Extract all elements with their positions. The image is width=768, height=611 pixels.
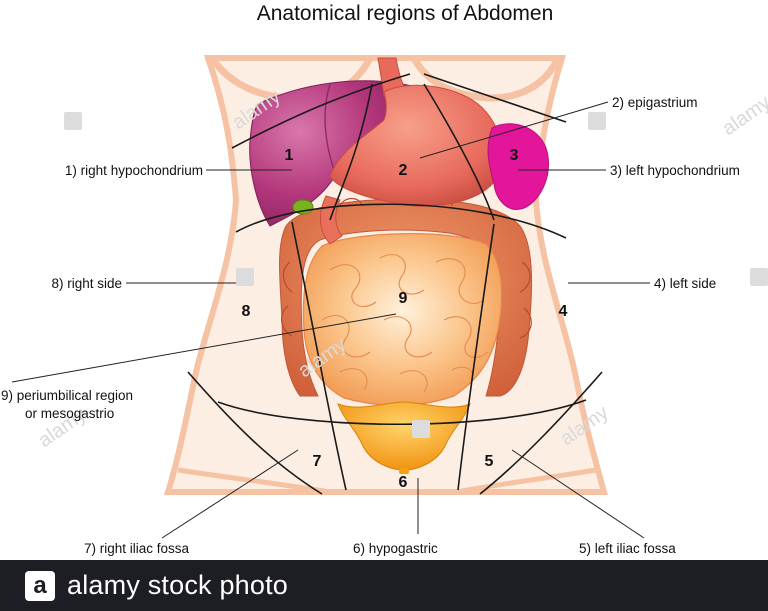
label-left-hypochondrium: 3) left hypochondrium xyxy=(610,163,740,178)
upper-right-line xyxy=(423,73,567,123)
lower-right-oblique xyxy=(479,371,603,495)
stomach xyxy=(329,84,503,207)
label-periumbilical-line1: 9) periumbilical region xyxy=(1,388,133,403)
region-number-2: 2 xyxy=(399,162,408,179)
region-number-6: 6 xyxy=(399,474,408,491)
upper-right-vertical xyxy=(423,83,495,221)
region-lines xyxy=(187,73,603,495)
label-epigastrium: 2) epigastrium xyxy=(612,95,698,110)
left-midclavicular-line xyxy=(291,221,347,491)
upper-left-vertical xyxy=(329,83,373,221)
lower-left-oblique xyxy=(187,371,323,495)
label-hypogastric: 6) hypogastric xyxy=(353,541,438,556)
region-number-3: 3 xyxy=(510,147,519,164)
region-number-8: 8 xyxy=(242,303,251,320)
liver-lobe-line xyxy=(324,83,335,171)
alamy-logo-icon: a xyxy=(25,570,55,601)
label-right-hypochondrium: 1) right hypochondrium xyxy=(65,163,203,178)
region-number-1: 1 xyxy=(285,147,294,164)
label-left-side: 4) left side xyxy=(654,276,716,291)
leader-r9 xyxy=(11,313,397,383)
leader-r5 xyxy=(511,449,645,539)
label-right-side: 8) right side xyxy=(51,276,122,291)
region-number-9: 9 xyxy=(399,290,408,307)
label-periumbilical-line2: or mesogastrio xyxy=(25,406,114,421)
label-left-iliac-fossa: 5) left iliac fossa xyxy=(579,541,676,556)
leader-r2 xyxy=(419,101,609,159)
region-number-7: 7 xyxy=(313,453,322,470)
footer-brand-text: alamy stock photo xyxy=(67,570,289,600)
upper-left-line xyxy=(231,73,411,149)
region-number-5: 5 xyxy=(485,453,494,470)
leader-lines xyxy=(11,101,650,539)
right-midclavicular-line xyxy=(457,223,495,491)
stock-footer-bar: a alamy stock photo xyxy=(0,560,768,611)
intertubercular-line xyxy=(217,399,587,426)
watermark-text-2: alamy xyxy=(718,91,768,140)
urethra xyxy=(399,468,409,474)
costal-line xyxy=(235,203,567,239)
small-intestine-folds xyxy=(321,254,489,393)
leader-r7 xyxy=(161,449,299,539)
groin-right-curve xyxy=(455,467,597,495)
label-right-iliac-fossa: 7) right iliac fossa xyxy=(84,541,190,556)
diagram-title: Anatomical regions of Abdomen xyxy=(257,2,554,25)
abdomen-diagram: alamy alamy alamy alamy alamy Anatomical… xyxy=(1,2,768,556)
region-number-4: 4 xyxy=(559,303,568,320)
colon-haustra xyxy=(281,196,532,339)
bladder xyxy=(337,401,471,471)
spleen xyxy=(487,123,550,210)
